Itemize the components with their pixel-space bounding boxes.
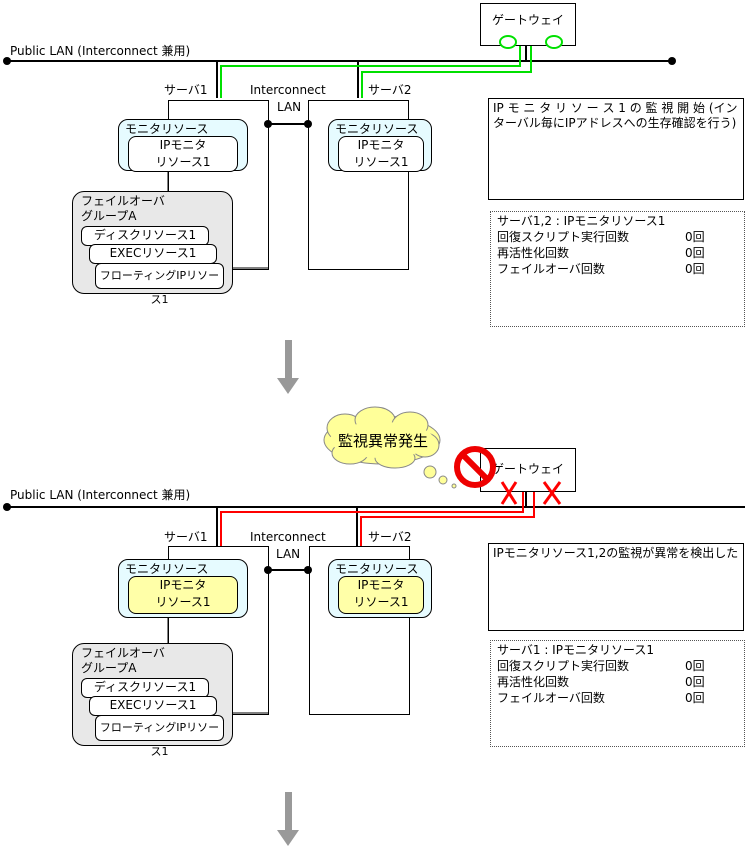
stats-label: フェイルオーバ回数 — [497, 691, 605, 705]
interconnect-node — [304, 566, 312, 574]
ip-monitor-line2: リソース1 — [353, 155, 409, 169]
monitor-resource-label: モニタリソース — [335, 562, 419, 576]
server2-box — [309, 546, 410, 715]
stats-value: 0回 — [685, 675, 705, 689]
lan-endpoint-left — [3, 57, 11, 65]
monitor-path-server1 — [220, 484, 524, 546]
server2-label: サーバ2 — [368, 83, 412, 97]
ip-monitor-line1: IPモニタ — [159, 138, 207, 152]
failover-group-label1: フェイルオーバ — [81, 194, 165, 208]
stats-box: サーバ1,2 : IPモニタリソース1 回復スクリプト実行回数 0回 再活性化回数… — [490, 211, 745, 327]
server1-label: サーバ1 — [164, 83, 208, 97]
failover-group-label2: グループA — [81, 209, 137, 223]
exec-resource[interactable]: EXECリソース1 — [89, 244, 217, 264]
stats-label: 再活性化回数 — [497, 675, 570, 689]
stats-box: サーバ1 : IPモニタリソース1 回復スクリプト実行回数 0回 再活性化回数 0回… — [490, 640, 745, 747]
monitor-resource-server2: モニタリソース IPモニタ リソース1 — [328, 119, 432, 172]
gateway-box: ゲートウェイ — [480, 448, 576, 492]
stats-row: フェイルオーバ回数 0回 — [497, 690, 738, 706]
monitor-resource-server1: モニタリソース IPモニタ リソース1 — [118, 119, 248, 172]
panel-error: 監視異常発生 Public LAN (Interconnect 兼用) ゲートウ… — [0, 400, 748, 780]
panel-normal: Public LAN (Interconnect 兼用) ゲートウェイ サーバ1… — [0, 0, 748, 330]
failover-group-label1: フェイルオーバ — [81, 646, 165, 660]
ip-monitor-resource[interactable]: IPモニタ リソース1 — [338, 576, 424, 614]
ip-monitor-line2: リソース1 — [155, 595, 211, 609]
lan-endpoint-left — [3, 503, 11, 511]
stats-label: フェイルオーバ回数 — [497, 262, 605, 276]
x-mark-icon — [542, 481, 562, 505]
monitor-resource-label: モニタリソース — [335, 122, 419, 136]
exec-resource[interactable]: EXECリソース1 — [89, 696, 217, 716]
lan-endpoint-right — [668, 57, 676, 65]
stats-row: 回復スクリプト実行回数 0回 — [497, 229, 738, 245]
stats-value: 0回 — [685, 691, 705, 705]
failover-group: フェイルオーバ グループA ディスクリソース1 EXECリソース1 フローティン… — [72, 643, 233, 758]
server2-label: サーバ2 — [368, 530, 412, 544]
public-lan-label: Public LAN (Interconnect 兼用) — [10, 44, 191, 58]
monitor-resource-server2: モニタリソース IPモニタ リソース1 — [328, 559, 432, 618]
stats-value: 0回 — [685, 659, 705, 673]
gateway-label: ゲートウェイ — [491, 13, 564, 27]
stats-row: 回復スクリプト実行回数 0回 — [497, 658, 738, 674]
gateway-box: ゲートウェイ — [480, 3, 576, 46]
stats-label: 回復スクリプト実行回数 — [497, 230, 630, 244]
disk-resource[interactable]: ディスクリソース1 — [81, 678, 209, 698]
floating-ip-resource[interactable]: フローティングIPリソース1 — [95, 263, 224, 306]
stats-row: 再活性化回数 0回 — [497, 245, 738, 261]
stats-label: 回復スクリプト実行回数 — [497, 659, 630, 673]
interconnect-lan-label: LAN — [276, 547, 301, 561]
stats-row: 再活性化回数 0回 — [497, 674, 738, 690]
interconnect-label: Interconnect — [250, 83, 326, 97]
x-mark-icon — [500, 481, 518, 505]
failover-group-label2: グループA — [81, 661, 137, 675]
callout-text: 監視異常発生 — [338, 432, 429, 450]
interconnect-label: Interconnect — [250, 530, 326, 544]
failover-group: フェイルオーバ グループA ディスクリソース1 EXECリソース1 フローティン… — [72, 191, 233, 306]
ip-monitor-resource[interactable]: IPモニタ リソース1 — [338, 136, 424, 172]
ip-monitor-resource[interactable]: IPモニタ リソース1 — [128, 576, 238, 614]
monitor-path-server2 — [360, 484, 535, 546]
floating-ip-resource[interactable]: フローティングIPリソース1 — [95, 715, 224, 758]
status-message: IPモニタリソース1,2の監視が異常を検出した — [488, 543, 744, 631]
monitor-path-server1 — [220, 40, 521, 98]
error-marks — [454, 446, 562, 505]
ip-monitor-resource[interactable]: IPモニタ リソース1 — [128, 136, 238, 172]
disk-resource[interactable]: ディスクリソース1 — [81, 226, 209, 246]
monitor-resource-label: モニタリソース — [125, 562, 209, 576]
server2-box — [308, 100, 409, 270]
stats-row: フェイルオーバ回数 0回 — [497, 261, 738, 277]
stats-value: 0回 — [685, 246, 705, 260]
monitor-resource-label: モニタリソース — [125, 122, 209, 136]
prohibited-icon — [454, 446, 496, 488]
stats-value: 0回 — [685, 262, 705, 276]
stats-value: 0回 — [685, 230, 705, 244]
arrow-down-icon — [277, 340, 299, 394]
ip-monitor-line1: IPモニタ — [159, 578, 207, 592]
stats-title: サーバ1,2 : IPモニタリソース1 — [497, 214, 666, 228]
callout-cloud — [323, 406, 457, 489]
monitor-path-server2 — [361, 40, 532, 98]
arrow-down-icon — [277, 792, 299, 846]
ip-monitor-line1: IPモニタ — [357, 578, 405, 592]
stats-label: 再活性化回数 — [497, 246, 570, 260]
stats-title: サーバ1 : IPモニタリソース1 — [497, 643, 654, 657]
ip-monitor-line1: IPモニタ — [357, 138, 405, 152]
interconnect-lan-label: LAN — [277, 100, 302, 114]
server1-label: サーバ1 — [164, 530, 208, 544]
ip-monitor-line2: リソース1 — [353, 595, 409, 609]
ip-monitor-line2: リソース1 — [155, 155, 211, 169]
public-lan-label: Public LAN (Interconnect 兼用) — [10, 488, 191, 502]
network-lines — [3, 479, 745, 714]
gateway-label: ゲートウェイ — [491, 462, 564, 476]
status-message: IP モ ニ タ リ ソ ー ス 1 の 監 視 開 始 (インターバル毎にIP… — [488, 98, 744, 200]
monitor-resource-server1: モニタリソース IPモニタ リソース1 — [118, 559, 248, 618]
